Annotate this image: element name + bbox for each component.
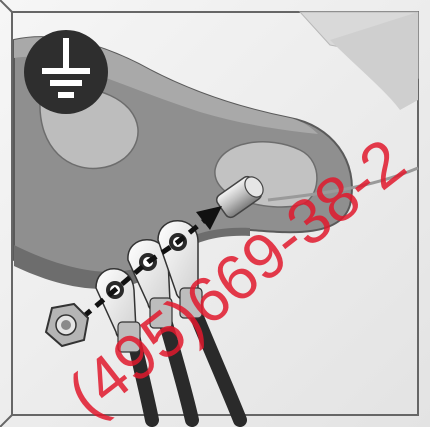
ground-symbol-icon [24, 30, 108, 114]
